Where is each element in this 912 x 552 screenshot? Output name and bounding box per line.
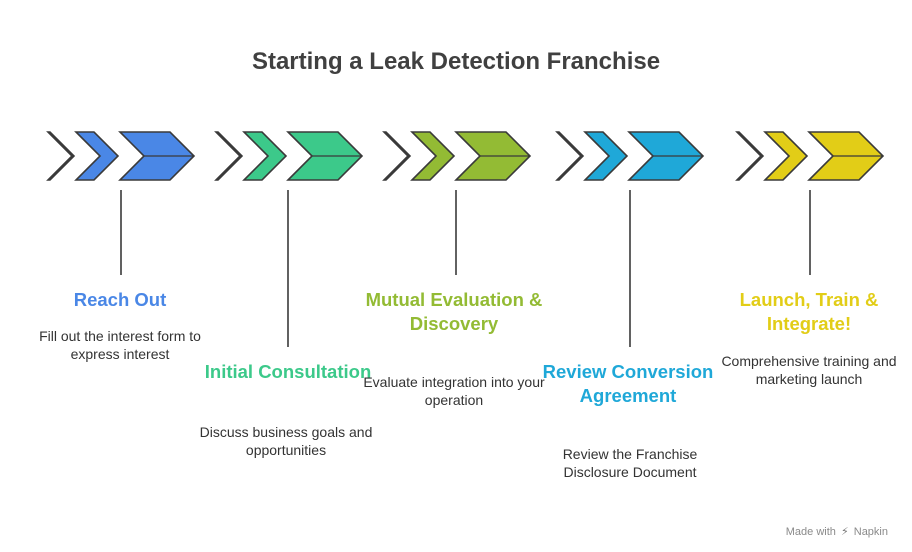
step-4-description: Review the Franchise Disclosure Document — [562, 446, 698, 480]
step-4-title: Review Conversion Agreement — [542, 361, 714, 406]
napkin-logo-icon: ⚡ — [840, 526, 849, 538]
step-3-chevrons-icon — [382, 131, 532, 181]
diagram-title: Starting a Leak Detection Franchise — [251, 48, 661, 75]
step-1-description: Fill out the interest form to express in… — [39, 328, 201, 362]
step-5-chevrons-icon — [735, 131, 885, 181]
step-5-title: Launch, Train & Integrate! — [739, 289, 879, 334]
step-3-title: Mutual Evaluation & Discovery — [365, 289, 543, 334]
step-1-chevrons-icon — [46, 131, 196, 181]
step-1-title: Reach Out — [73, 289, 167, 310]
step-2-title: Initial Consultation — [204, 361, 372, 382]
step-2-description: Discuss business goals and opportunities — [199, 424, 373, 458]
brand-name: Napkin — [853, 526, 888, 538]
step-2-chevrons-icon — [214, 131, 364, 181]
step-5-description: Comprehensive training and marketing lau… — [721, 353, 897, 387]
footer: Made with ⚡ Napkin — [786, 525, 888, 538]
step-3-description: Evaluate integration into your operation — [363, 374, 545, 408]
step-4-chevrons-icon — [555, 131, 705, 181]
made-with-label: Made with — [785, 526, 836, 538]
